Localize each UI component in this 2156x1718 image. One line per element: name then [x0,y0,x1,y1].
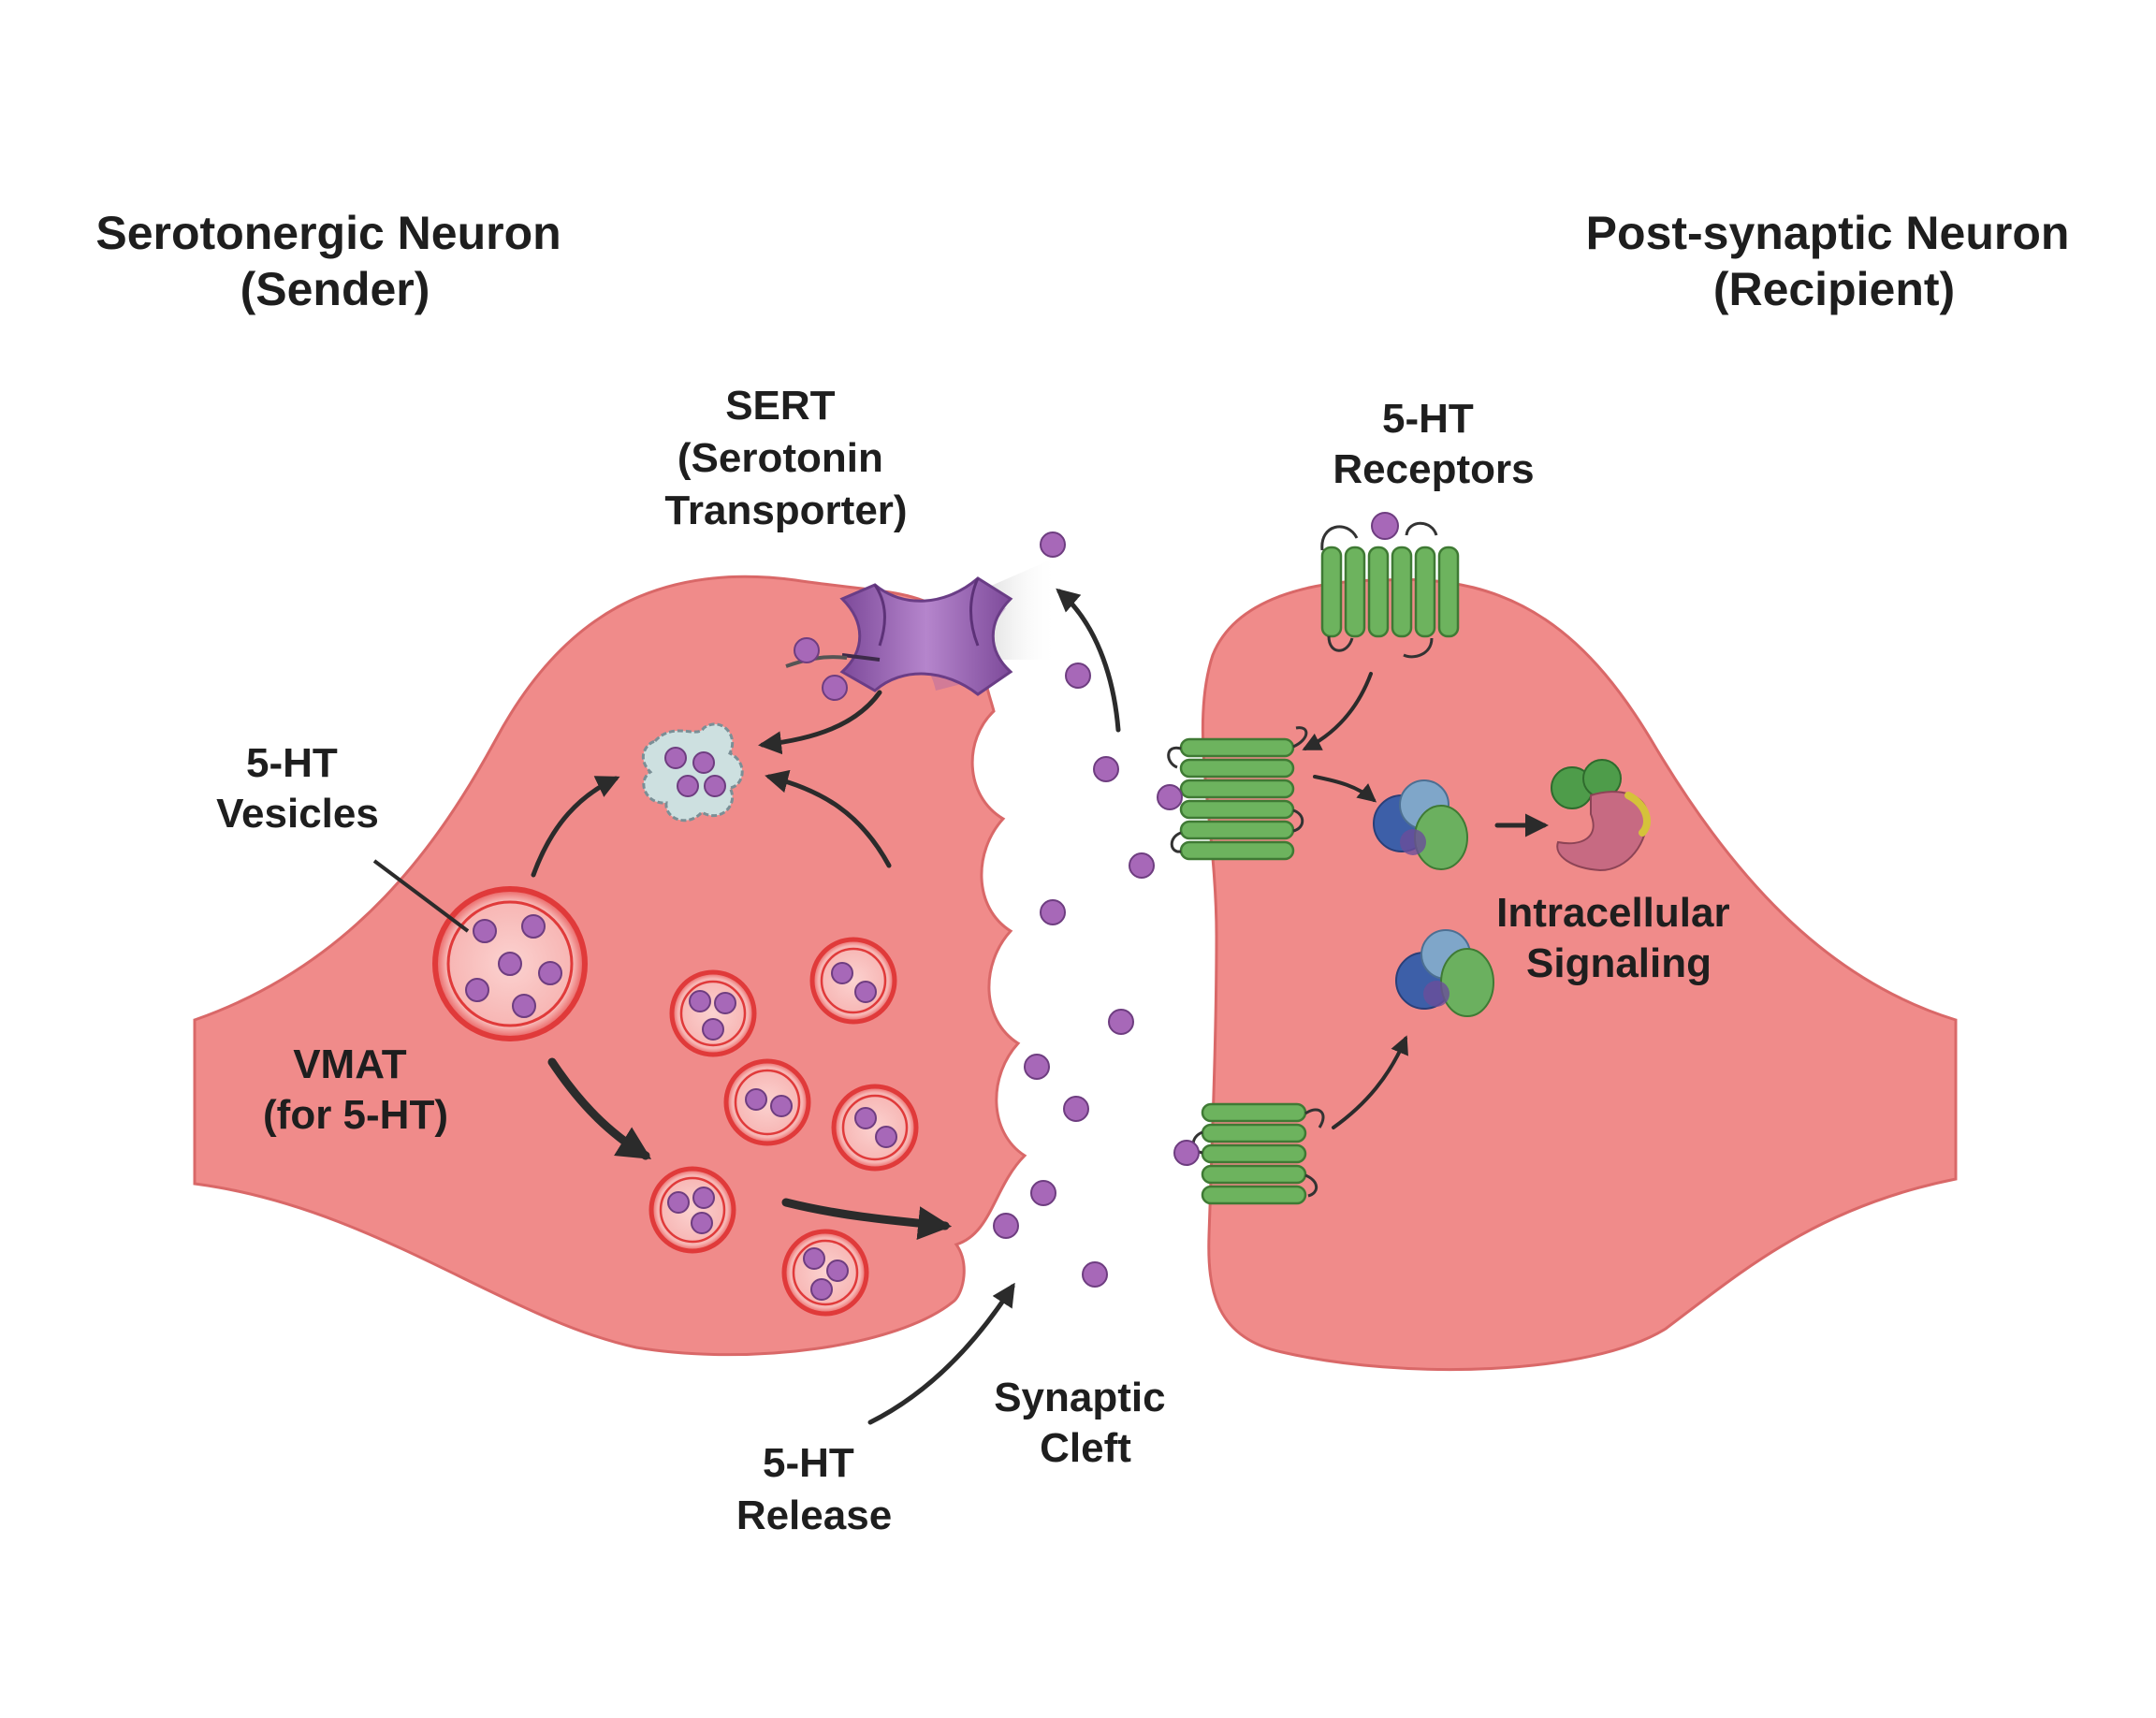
arrow-cleft-to-sert [1056,588,1121,733]
sert-label-line3: Transporter) [664,488,907,533]
svg-text:Serotonergic Neuron (Sen: Serotonergic Neuron (Sender) [95,207,574,315]
receptor-bottom [1191,1102,1325,1205]
vesicles-label-line2: Vesicles [216,791,379,837]
vmat-label-line1: VMAT [293,1041,407,1087]
signaling-label-line2: Signaling [1526,940,1712,986]
postsynaptic-neuron [1201,577,1958,1371]
release-label-line1: 5-HT [763,1440,854,1486]
vesicle-2 [809,937,897,1025]
arrow-receptor-to-gprotein [1313,775,1377,803]
arrows [531,588,1549,1425]
cleft-label-line2: Cleft [1040,1425,1131,1471]
serotonin-molecules [465,512,1399,1301]
sert-transporter [785,557,1057,696]
labels: Serotonergic Neuron (Sender) Post-synapt… [95,207,2083,1538]
vesicle-4 [831,1084,919,1172]
signaling-label-line1: Intracellular [1496,890,1729,936]
receptors-label-line1: 5-HT [1382,396,1474,442]
sert-label-line2: (Serotonin [677,435,883,481]
vmat-label-line2: (for 5-HT) [263,1092,448,1138]
vesicle-3 [723,1058,811,1146]
svg-text:VMAT (for 5-HT): VMAT (for 5-HT) [263,1041,448,1138]
g-protein-complex-1 [1373,779,1468,870]
arrow-bottom-receptor-to-gprotein [1332,1035,1408,1129]
sender-title-line1: Serotonergic Neuron [95,207,561,259]
arrow-vmat-fill [547,1057,652,1160]
arrow-vesicle-to-membrane [781,1198,953,1241]
receptor-top [1320,521,1460,659]
arrow-receptor-to-receptor [1302,672,1373,750]
arrow-vesicle-to-recycle [531,776,620,878]
vesicle-5 [648,1166,736,1254]
vesicles-leader-line [372,859,470,933]
presynaptic-neuron [193,575,1027,1357]
svg-text:5-HT Release: 5-HT Release [736,1440,892,1538]
arrow-cytosol-to-recycle [765,769,892,868]
sert-label-line1: SERT [725,383,835,429]
svg-text:Synaptic Cleft: Synaptic Cleft [994,1375,1177,1471]
g-protein-complex-2 [1395,929,1494,1017]
vesicle-1 [669,969,757,1057]
arrow-reuptake-to-recycle [758,690,882,755]
vesicle-6 [781,1229,869,1317]
svg-text:Intracellular Signaling: Intracellular Signaling [1496,890,1741,986]
arrow-release [867,1282,1015,1425]
vesicles-label-line1: 5-HT [246,740,338,786]
release-label-line2: Release [736,1492,892,1538]
receptor-middle [1167,726,1308,861]
svg-text:SERT (Serotonin Tr: SERT (Serotonin Transporter) [664,383,907,533]
recipient-title-line2: (Recipient) [1713,263,1955,315]
sender-title-line2: (Sender) [240,263,430,315]
receptors-label-line2: Receptors [1333,446,1534,492]
svg-text:Post-synaptic Neuron (Re: Post-synaptic Neuron (Recipient) [1586,207,2083,315]
effector-protein [1551,759,1651,872]
recipient-title-line1: Post-synaptic Neuron [1586,207,2070,259]
svg-text:5-HT Receptors: 5-HT Receptors [1333,396,1534,492]
svg-text:5-HT Vesicles: 5-HT Vesicles [216,740,379,837]
cleft-label-line1: Synaptic [994,1375,1165,1420]
